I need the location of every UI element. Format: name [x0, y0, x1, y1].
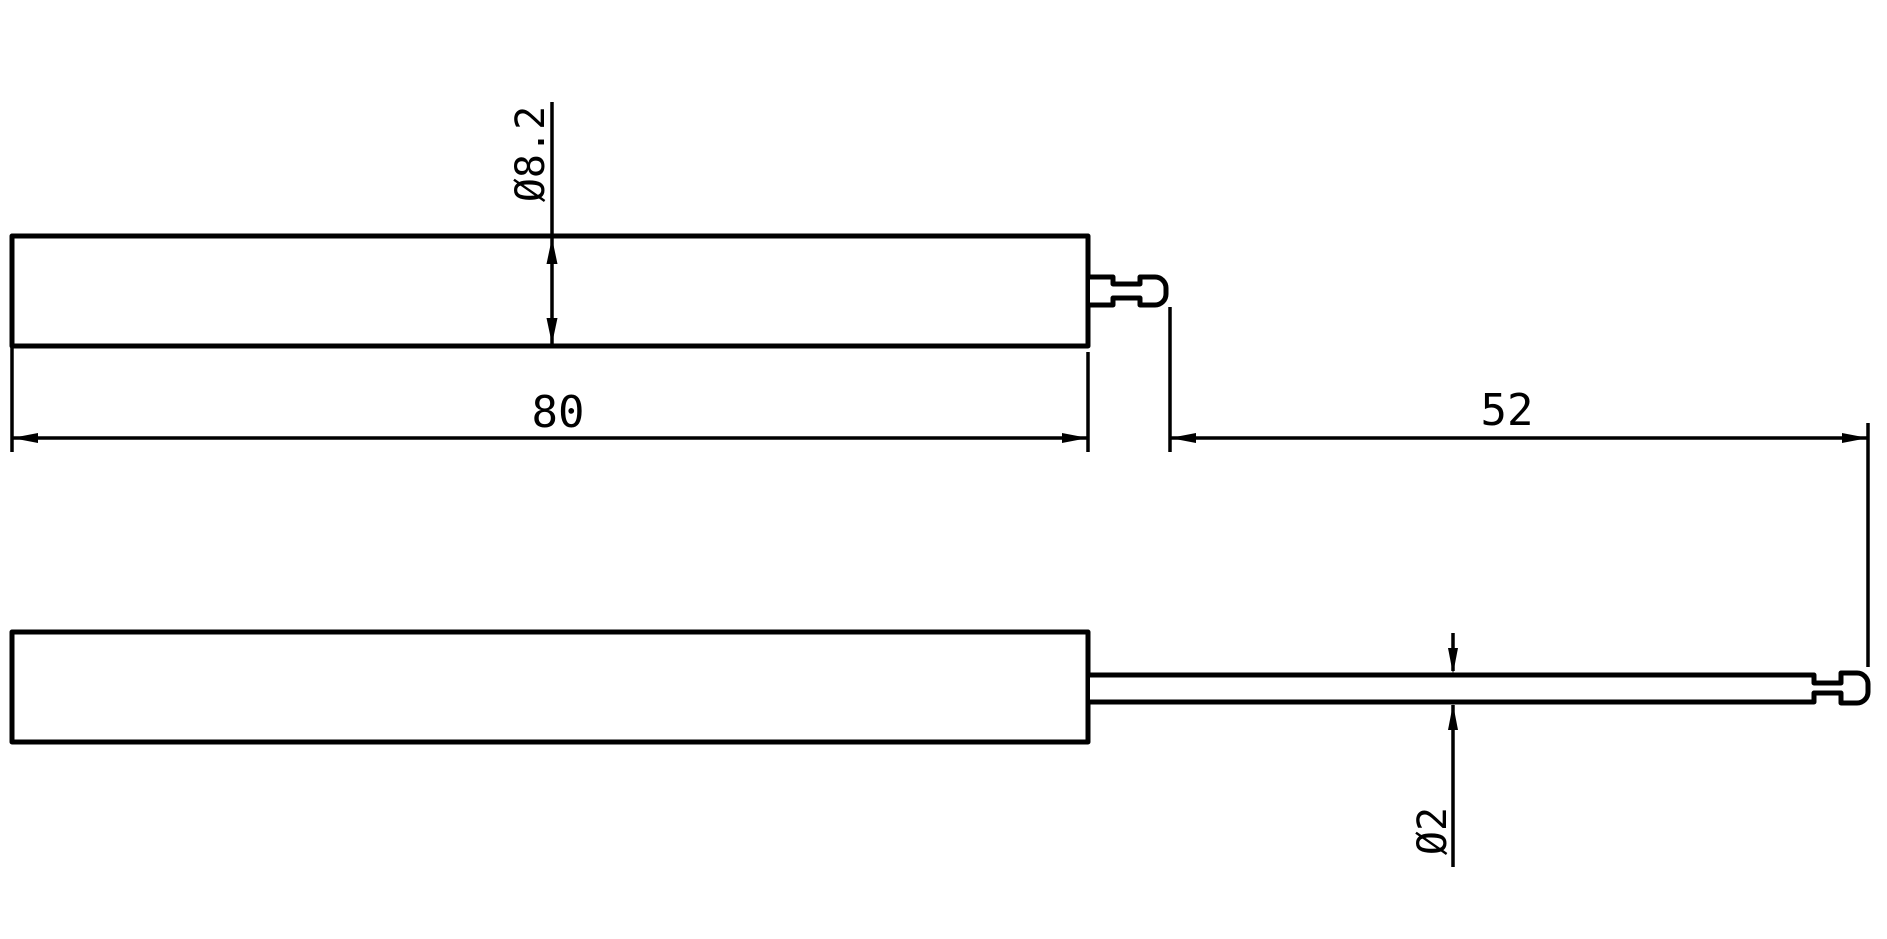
arrow-up-icon — [1448, 704, 1458, 730]
dimension-rod-diameter: Ø2 — [1410, 633, 1458, 867]
arrow-down-icon — [1448, 648, 1458, 674]
rod-diameter-label: Ø2 — [1410, 807, 1456, 855]
body-diameter-label: Ø8.2 — [508, 106, 554, 202]
bottom-view-body-outline — [9, 629, 1091, 745]
arrow-left-icon — [1170, 433, 1196, 443]
arrow-up-icon — [546, 238, 558, 264]
arrow-down-icon — [546, 318, 558, 344]
dimension-body-length: 80 — [10, 346, 1090, 452]
arrow-right-icon — [1062, 433, 1088, 443]
tip-length-label: 52 — [1481, 385, 1534, 436]
arrow-left-icon — [12, 433, 38, 443]
top-view — [9, 233, 1169, 349]
dimension-tip-length: 52 — [1168, 307, 1870, 667]
arrow-right-icon — [1842, 433, 1868, 443]
body-length-label: 80 — [532, 387, 585, 438]
bottom-view-rod-and-tip-outline — [1090, 670, 1871, 706]
bottom-view — [9, 629, 1871, 745]
dimension-body-diameter: Ø8.2 — [508, 102, 558, 344]
top-view-connector-tip-outline — [1090, 274, 1169, 308]
